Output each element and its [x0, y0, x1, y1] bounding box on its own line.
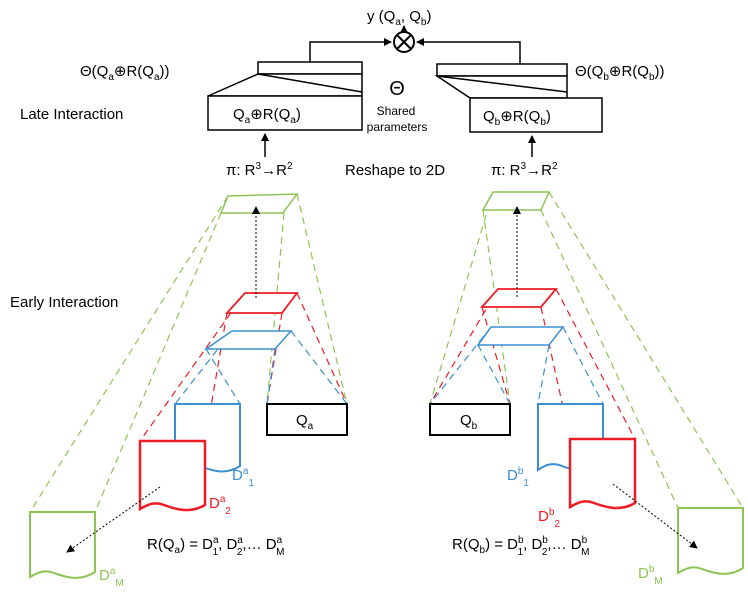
pyramid-a [29, 193, 348, 513]
blue-plane-b [476, 326, 565, 346]
theta-symbol: Θ [389, 78, 405, 100]
dotted-arrow-b [612, 483, 698, 549]
combiner-otimes-icon [393, 31, 415, 53]
theta-label-a: Θ(Qa⊕R(Qa)) [80, 63, 170, 83]
svg-text:Θ(Qa⊕R(Qa)): Θ(Qa⊕R(Qa)) [80, 63, 170, 83]
query-label-a: Qa [296, 412, 314, 432]
doc-label-am: DaM [99, 566, 124, 589]
left-to-combiner-arrow [309, 38, 392, 62]
parameters-label: parameters [367, 120, 428, 134]
query-box-a [266, 403, 348, 436]
late-interaction-label: Late Interaction [20, 106, 123, 123]
svg-text:DbM: DbM [638, 564, 663, 587]
pi-label-a: π: R3→R2 [226, 161, 293, 179]
pyramid-b [429, 191, 744, 509]
doc-sheet-am [29, 511, 96, 579]
dotted-arrow-a [66, 486, 161, 553]
green-plane-b [481, 191, 551, 211]
right-to-combiner-arrow [416, 38, 521, 64]
doc-sheet-a2 [138, 439, 207, 512]
query-box-b [429, 403, 511, 436]
svg-text:Θ(Qb⊕R(Qb)): Θ(Qb⊕R(Qb)) [575, 63, 665, 83]
doc-label-a2: Da2 [209, 494, 231, 517]
red-plane-a [224, 292, 299, 314]
svg-text:Qb⊕R(Qb): Qb⊕R(Qb) [483, 108, 551, 128]
theta-label-b: Θ(Qb⊕R(Qb)) [575, 63, 665, 83]
doc-label-bm: DbM [638, 564, 663, 587]
svg-text:y (Qa, Qb): y (Qa, Qb) [367, 8, 431, 28]
doc-sheet-b2 [568, 437, 637, 510]
svg-text:Db1: Db1 [507, 466, 529, 489]
box-label-b: Qb⊕R(Qb) [483, 108, 551, 128]
svg-text:π: R3→R2: π: R3→R2 [491, 161, 558, 179]
svg-text:Db2: Db2 [538, 507, 560, 530]
output-label: y (Qa, Qb) [367, 8, 431, 28]
box-label-a: Qa⊕R(Qa) [233, 106, 301, 126]
shared-label: Shared [377, 104, 416, 118]
svg-text:Qb: Qb [460, 412, 478, 432]
svg-text:π: R3→R2: π: R3→R2 [226, 161, 293, 179]
doc-label-b2: Db2 [538, 507, 560, 530]
svg-text:Qa⊕R(Qa): Qa⊕R(Qa) [233, 106, 301, 126]
svg-text:Qa: Qa [296, 412, 314, 432]
pi-label-b: π: R3→R2 [491, 161, 558, 179]
late-interaction-block-b [434, 63, 603, 133]
svg-text:Da2: Da2 [209, 494, 231, 517]
doc-label-a1: Da1 [232, 466, 254, 489]
query-label-b: Qb [460, 412, 478, 432]
doc-label-b1: Db1 [507, 466, 529, 489]
blue-plane-a [203, 330, 293, 350]
early-interaction-label: Early Interaction [10, 294, 118, 311]
reshape-label: Reshape to 2D [345, 162, 445, 179]
svg-text:DaM: DaM [99, 566, 124, 589]
doc-sheet-bm [677, 507, 744, 575]
late-interaction-block-a [207, 61, 363, 131]
green-plane-a [219, 193, 299, 214]
red-plane-b [479, 288, 558, 308]
svg-text:R(Qb) = Db1, Db2,… DbM: R(Qb) = Db1, Db2,… DbM [452, 535, 590, 558]
svg-text:Da1: Da1 [232, 466, 254, 489]
svg-text:R(Qa) = Da1, Da2,… DaM: R(Qa) = Da1, Da2,… DaM [147, 535, 285, 558]
